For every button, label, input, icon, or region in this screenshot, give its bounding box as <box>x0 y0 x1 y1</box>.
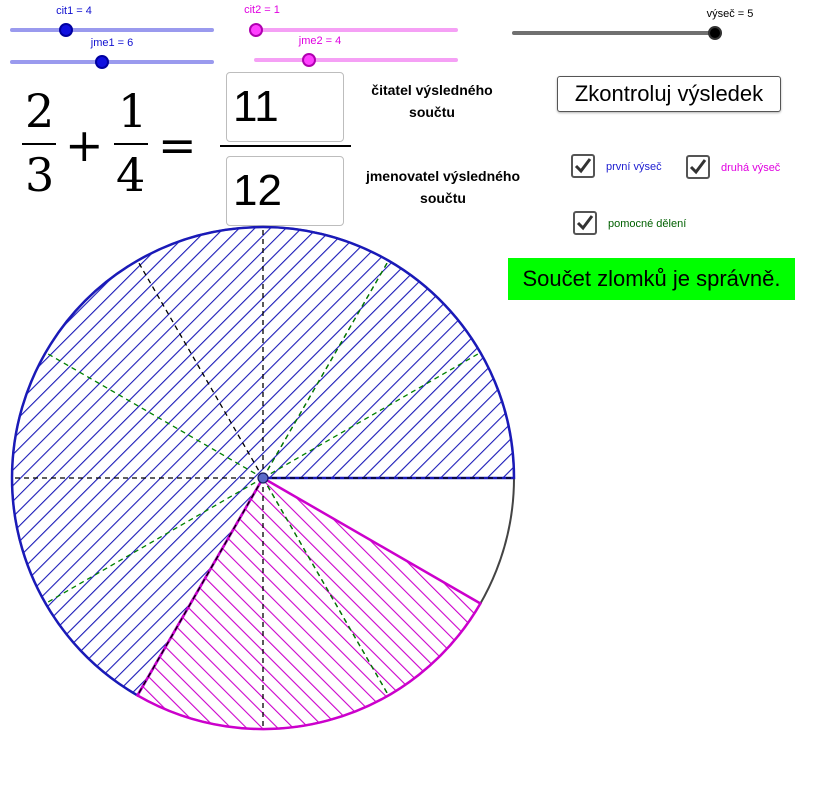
pie-sector-second <box>135 476 483 731</box>
numerator-caption-line2: součtu <box>409 104 455 120</box>
slider-jme1-label: jme1 = 6 <box>90 37 134 49</box>
check-result-button[interactable]: Zkontroluj výsledek <box>557 76 781 112</box>
pie-center-point[interactable] <box>257 472 269 484</box>
numerator-caption: čitatel výsledného součtu <box>355 79 509 123</box>
slider-cit1-knob[interactable] <box>59 23 73 37</box>
helper-lines-green <box>45 260 481 696</box>
pie-sector-first <box>10 225 516 698</box>
denominator-caption: jmenovatel výsledného součtu <box>348 165 538 209</box>
checkbox-second-sector-box[interactable] <box>686 155 710 179</box>
checkbox-second-sector-label: druhá výseč <box>721 162 781 174</box>
slider-vysec-knob[interactable] <box>708 26 722 40</box>
fraction1-bar <box>22 143 56 145</box>
fraction2-numerator: 1 <box>118 84 148 138</box>
slider-jme1-knob[interactable] <box>95 55 109 69</box>
fraction2-bar <box>114 143 148 145</box>
slider-cit1-label: cit1 = 4 <box>56 5 92 17</box>
plus-sign: + <box>65 118 104 172</box>
fraction1-denominator: 3 <box>25 148 55 202</box>
numerator-input[interactable]: 11 <box>226 72 344 142</box>
checkmark-icon <box>689 159 707 175</box>
denominator-caption-line2: součtu <box>420 190 466 206</box>
checkbox-helper-division-box[interactable] <box>573 211 597 235</box>
slider-vysec-label: výseč = 5 <box>706 8 754 20</box>
numerator-caption-line1: čitatel výsledného <box>371 82 493 98</box>
fraction2-denominator: 4 <box>116 148 146 202</box>
checkmark-icon <box>574 158 592 174</box>
slider-vysec-track[interactable] <box>512 31 722 35</box>
slider-cit1-track[interactable] <box>10 28 214 32</box>
checkbox-first-sector-box[interactable] <box>571 154 595 178</box>
slider-jme2-knob[interactable] <box>302 53 316 67</box>
fraction1-numerator: 2 <box>25 84 55 138</box>
slider-jme1-track[interactable] <box>10 60 214 64</box>
result-message: Součet zlomků je správně. <box>508 258 795 300</box>
slider-cit2-track[interactable] <box>254 28 458 32</box>
result-fraction-bar <box>220 145 351 147</box>
slider-cit2-label: cit2 = 1 <box>244 4 280 16</box>
checkbox-first-sector-label: první výseč <box>606 161 662 173</box>
denominator-input[interactable]: 12 <box>226 156 344 226</box>
denominator-caption-line1: jmenovatel výsledného <box>365 168 521 184</box>
slider-cit2-knob[interactable] <box>249 23 263 37</box>
slider-jme2-label: jme2 = 4 <box>298 35 342 47</box>
slider-jme2-track[interactable] <box>254 58 458 62</box>
checkmark-icon <box>576 215 594 231</box>
equals-sign: = <box>158 118 197 172</box>
checkbox-helper-division-label: pomocné dělení <box>608 218 687 230</box>
